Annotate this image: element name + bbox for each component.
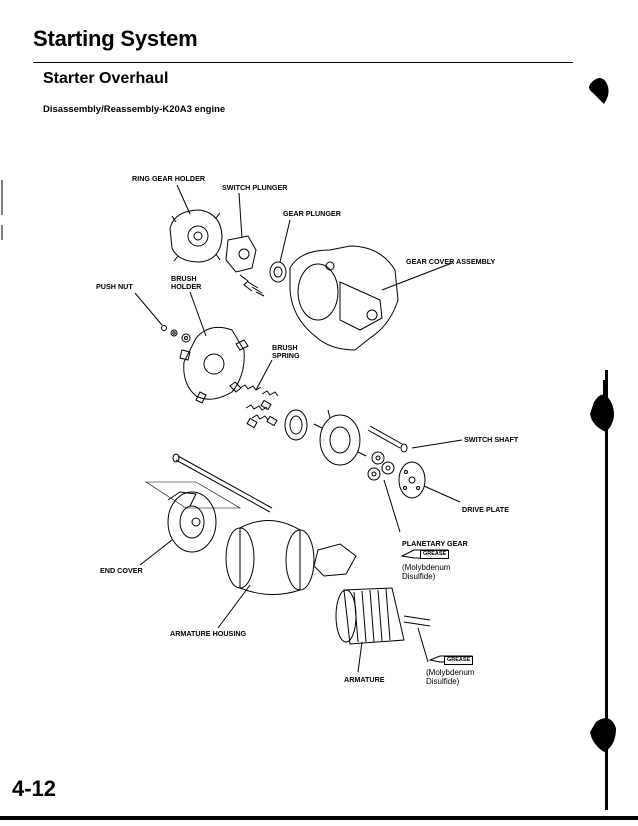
grease-badge-2: GREASE: [444, 656, 474, 665]
title-divider: [33, 62, 573, 63]
label-brush-spring: BRUSH SPRING: [272, 344, 300, 360]
push-nut-part: [161, 325, 191, 343]
leader-brush-spring: [255, 359, 273, 391]
grease-note-1-line1: (Molybdenum: [402, 563, 451, 572]
brush-holder-part: [179, 326, 249, 404]
leader-planetary-gear: [383, 479, 401, 533]
section-title: Starter Overhaul: [43, 70, 169, 87]
leader-push-nut: [134, 292, 163, 326]
bottom-rule: [0, 816, 638, 820]
leader-switch-plunger: [238, 192, 243, 239]
label-armature-housing: ARMATURE HOUSING: [170, 629, 247, 638]
label-drive-plate: DRIVE PLATE: [462, 505, 509, 514]
grease-note-2-line1: (Molybdenum: [426, 668, 475, 677]
bearing-ring-part: [284, 409, 308, 441]
label-brush-spring-line1: BRUSH: [272, 343, 298, 352]
label-armature: ARMATURE: [344, 675, 385, 684]
grease-note-2-line2: Disulfide): [426, 677, 460, 686]
leader-armature-housing: [217, 584, 251, 629]
label-switch-shaft: SWITCH SHAFT: [464, 435, 519, 444]
brush-pieces: [246, 399, 278, 429]
label-gear-cover-assembly: GEAR COVER ASSEMBLY: [406, 257, 496, 266]
label-brush-holder: BRUSH HOLDER: [171, 275, 201, 291]
brush-springs-part: [239, 384, 279, 421]
grease-note-1-line2: Disulfide): [402, 572, 436, 581]
label-switch-plunger: SWITCH PLUNGER: [222, 183, 288, 192]
leader-gear-plunger: [279, 219, 291, 263]
internal-gear-part: [313, 409, 367, 466]
grease-note-2: (Molybdenum Disulfide): [426, 668, 474, 686]
label-push-nut: PUSH NUT: [96, 282, 133, 291]
label-ring-gear-holder: RING GEAR HOLDER: [132, 174, 206, 183]
leader-end-cover: [139, 539, 173, 566]
label-planetary-gear: PLANETARY GEAR: [402, 539, 468, 548]
brush-cover-part: [313, 543, 357, 577]
end-cover-part: [144, 481, 242, 553]
leader-gear-cover: [381, 262, 453, 291]
right-edge-bar: [605, 370, 608, 810]
leader-brush-holder: [189, 291, 207, 337]
leader-armature-grease: [417, 627, 429, 663]
through-bolt-part: [172, 453, 273, 513]
planetary-gears-part: [367, 451, 395, 481]
switch-shaft-part: [367, 425, 408, 453]
switch-plunger-part: [225, 235, 265, 297]
label-brush-spring-line2: SPRING: [272, 351, 300, 360]
armature-part: [335, 587, 431, 645]
subsection-title: Disassembly/Reassembly-K20A3 engine: [43, 104, 226, 115]
label-brush-holder-line1: BRUSH: [171, 274, 197, 283]
label-end-cover: END COVER: [100, 566, 143, 575]
page-number: 4-12: [12, 776, 57, 801]
gear-cover-assembly-part: [289, 245, 399, 351]
label-gear-plunger: GEAR PLUNGER: [283, 209, 341, 218]
leader-drive-plate: [423, 485, 461, 503]
drive-plate-part: [398, 461, 426, 499]
binding-marks-right: [589, 78, 616, 752]
page-title: Starting System: [33, 26, 198, 51]
leader-switch-shaft: [411, 439, 463, 449]
gear-plunger-part: [269, 261, 287, 283]
armature-housing-part: [225, 519, 315, 595]
leader-armature: [357, 641, 363, 673]
leader-ring-gear-holder: [176, 184, 191, 215]
label-brush-holder-line2: HOLDER: [171, 282, 202, 291]
grease-note-1: (Molybdenum Disulfide): [402, 563, 450, 581]
ring-gear-holder-part: [169, 209, 223, 263]
grease-badge-1: GREASE: [420, 550, 450, 559]
